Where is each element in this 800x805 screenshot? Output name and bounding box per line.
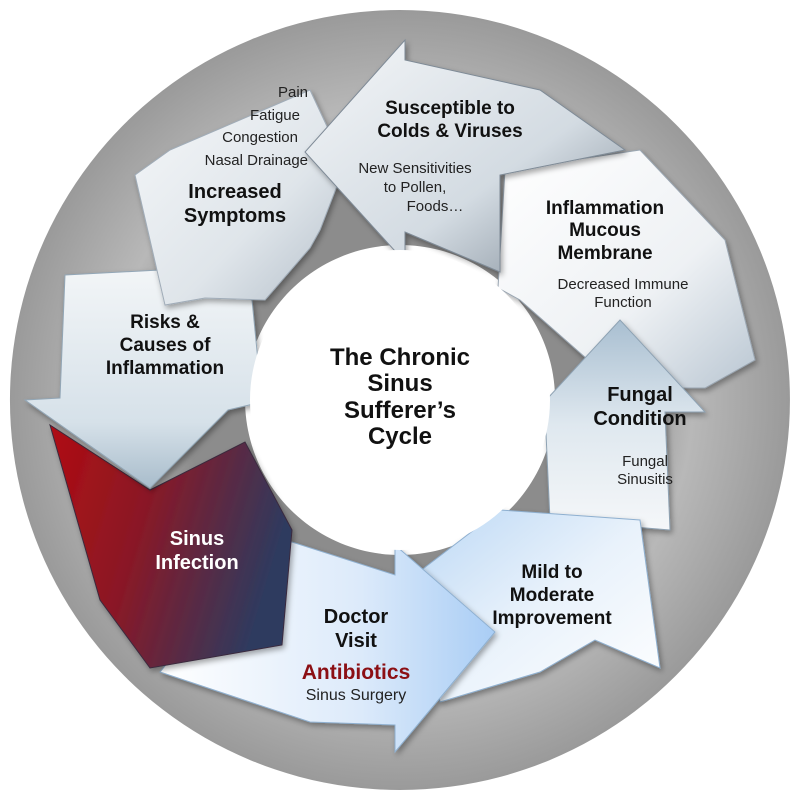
symptom-item: Congestion: [222, 129, 298, 146]
inflammation-title: Inflammation Mucous Membrane: [510, 198, 700, 265]
doctor-title-line: Visit: [335, 630, 377, 652]
risks-title-line: Causes of: [119, 334, 211, 356]
infection-title-line: Sinus: [169, 528, 225, 550]
susceptible-title-line: Susceptible to: [385, 98, 515, 119]
inflammation-title-line: Membrane: [557, 242, 653, 264]
risks-title-line: Inflammation: [105, 357, 225, 379]
center-title-line: Sufferer’s: [343, 396, 457, 424]
symptoms-list: Pain Fatigue Congestion Nasal Drainage: [150, 82, 308, 172]
susceptible-title: Susceptible to Colds & Viruses: [355, 98, 545, 144]
symptom-item: Nasal Drainage: [204, 151, 308, 169]
inflammation-title-line: Inflammation: [545, 198, 665, 219]
infection-title: Sinus Infection: [122, 527, 272, 575]
infection-title-line: Infection: [155, 552, 239, 574]
fungal-title-line: Fungal: [607, 384, 673, 406]
symptom-item: Fatigue: [249, 106, 300, 124]
fungal-details: Fungal Sinusitis: [590, 453, 700, 489]
arrow-infection: [49, 423, 293, 669]
improvement-title-line: Improvement: [492, 607, 612, 629]
susceptible-detail-line: to Pollen,: [383, 178, 447, 196]
symptoms-title-line: Increased: [188, 181, 282, 203]
center-title: The Chronic Sinus Sufferer’s Cycle: [290, 344, 510, 451]
symptoms-title-line: Symptoms: [183, 205, 287, 227]
arrow-inflammation: [497, 149, 756, 389]
inflammation-title-line: Mucous: [569, 220, 641, 242]
center-title-line: The Chronic: [329, 344, 470, 371]
inflammation-detail-line: Function: [594, 294, 652, 311]
sinus-surgery-label: Sinus Surgery: [305, 687, 407, 704]
symptom-item: Pain: [277, 84, 308, 101]
susceptible-detail-line: New Sensitivities: [358, 160, 472, 177]
fungal-detail-line: Sinusitis: [617, 471, 673, 488]
arrow-susceptible: [304, 38, 627, 273]
improvement-title-line: Moderate: [509, 584, 595, 606]
inflammation-details: Decreased Immune Function: [528, 276, 718, 312]
susceptible-details: New Sensitivities to Pollen, Foods…: [340, 160, 490, 216]
risks-title-line: Risks &: [130, 312, 200, 333]
center-hole: [250, 250, 550, 550]
improvement-title-line: Mild to: [521, 562, 583, 583]
fungal-detail-line: Fungal: [622, 453, 668, 470]
antibiotics-label: Antibiotics: [301, 661, 411, 684]
doctor-title-line: Doctor: [323, 606, 389, 628]
fungal-title-line: Condition: [593, 408, 687, 430]
center-title-line: Cycle: [367, 423, 433, 451]
fungal-title: Fungal Condition: [565, 383, 715, 431]
symptoms-title: Increased Symptoms: [160, 180, 310, 228]
improvement-title: Mild to Moderate Improvement: [452, 562, 652, 630]
inflammation-detail-line: Decreased Immune: [557, 276, 689, 293]
doctor-title: Doctor Visit: [296, 605, 416, 653]
center-title-line: Sinus: [367, 370, 433, 398]
risks-title: Risks & Causes of Inflammation: [80, 312, 250, 380]
susceptible-detail-line: Foods…: [406, 197, 464, 215]
susceptible-title-line: Colds & Viruses: [377, 120, 523, 142]
